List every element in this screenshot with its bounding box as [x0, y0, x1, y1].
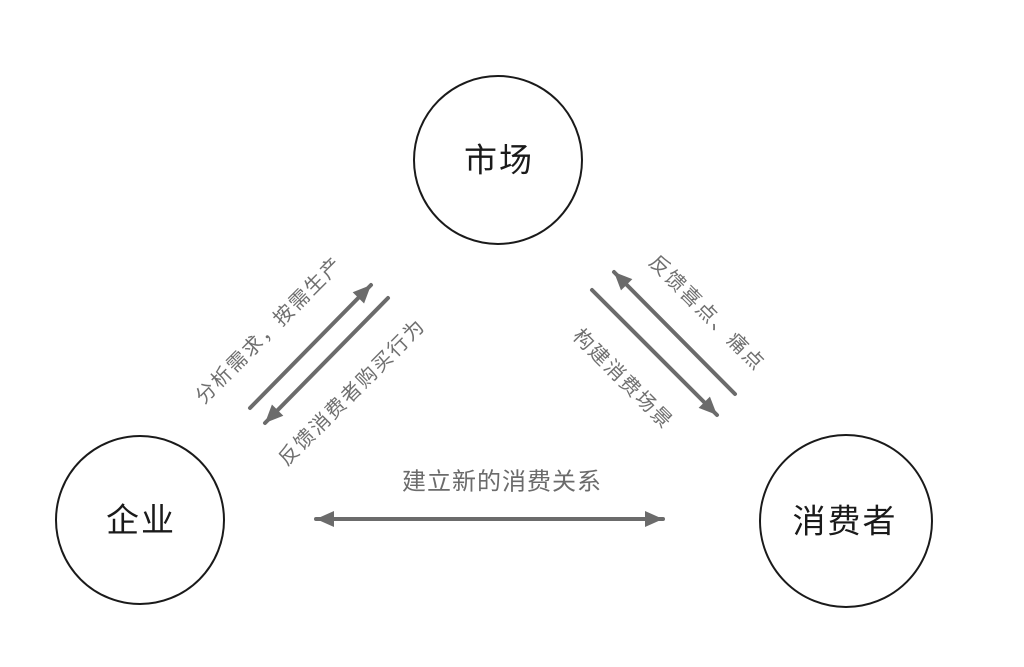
edge-market-consumer: 反馈喜点、痛点 构建消费场景	[568, 251, 769, 434]
node-market-circle	[413, 75, 583, 245]
edge-label-new-consumption-relationship: 建立新的消费关系	[402, 468, 602, 495]
node-consumer-circle	[759, 434, 933, 608]
node-enterprise: 企业	[55, 435, 225, 605]
node-consumer: 消费者	[759, 434, 933, 608]
arrow-consumer-to-market	[612, 270, 737, 396]
arrow-market-to-consumer	[590, 288, 719, 417]
arrow-market-to-enterprise	[263, 296, 390, 425]
node-market-label: 市场	[464, 142, 534, 179]
edge-enterprise-market: 分析需求，按需生产 反馈消费者购买行为	[191, 252, 430, 470]
edge-label-build-consumption-scene: 构建消费场景	[568, 324, 678, 434]
arrow-enterprise-to-market	[248, 283, 373, 410]
node-enterprise-label: 企业	[106, 502, 176, 539]
node-consumer-label: 消费者	[793, 503, 898, 540]
edge-label-feedback-likes-painpoints: 反馈喜点、痛点	[644, 251, 769, 376]
node-market: 市场	[413, 75, 583, 245]
node-enterprise-circle	[55, 435, 225, 605]
edge-enterprise-consumer: 建立新的消费关系	[314, 468, 665, 527]
